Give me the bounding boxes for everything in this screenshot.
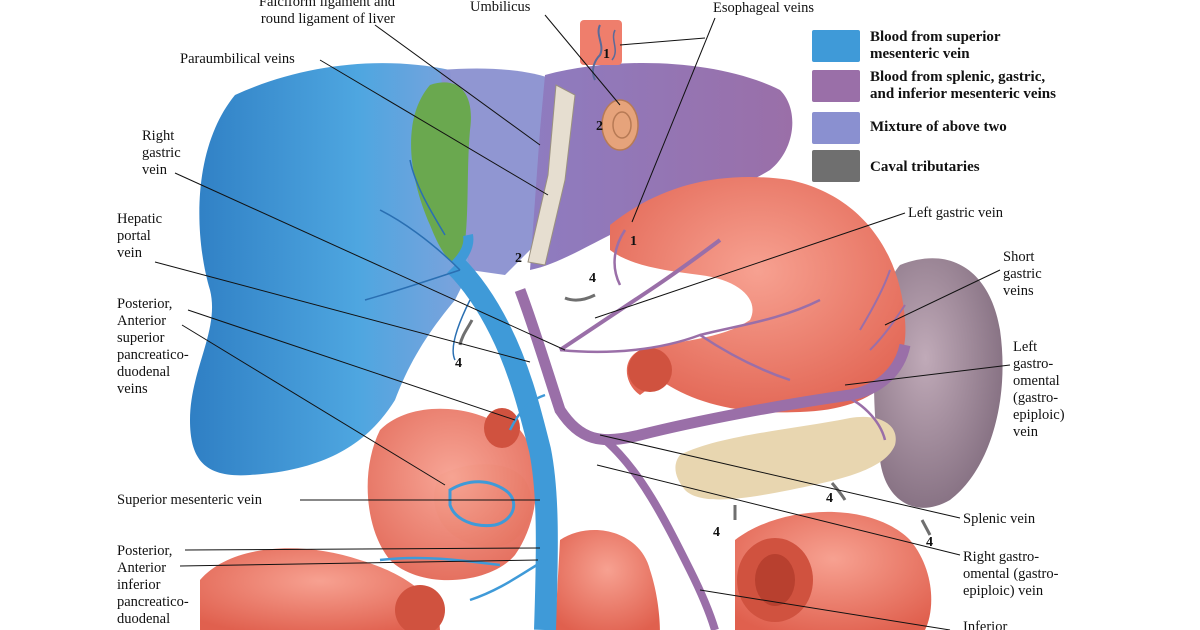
leader-splenic bbox=[599, 434, 961, 519]
label-hepatic-portal: Hepatic portal vein bbox=[117, 211, 163, 261]
number-2a: 2 bbox=[596, 119, 603, 134]
duodenum bbox=[367, 408, 537, 581]
leader-post-ant-inf-2 bbox=[179, 559, 539, 567]
legend-text-mixture: Mixture of above two bbox=[870, 119, 1007, 135]
label-post-ant-inf: Posterior, Anterior inferior pancreatico… bbox=[117, 543, 189, 627]
spleen bbox=[874, 258, 1003, 508]
number-4d: 4 bbox=[713, 525, 720, 540]
leader-left-gastric bbox=[594, 212, 906, 319]
intestine-left bbox=[200, 548, 440, 630]
label-left-gastric: Left gastric vein bbox=[908, 205, 1004, 221]
legend-swatch-smv bbox=[812, 30, 860, 62]
label-sup-mesenteric: Superior mesenteric vein bbox=[117, 492, 262, 508]
gallbladder bbox=[411, 82, 471, 262]
leader-post-ant-sup-1 bbox=[187, 309, 516, 421]
leader-esophageal-1 bbox=[619, 37, 706, 46]
label-umbilicus: Umbilicus bbox=[470, 0, 531, 15]
leader-right-gastric bbox=[174, 172, 566, 351]
leader-post-ant-inf-1 bbox=[184, 547, 541, 551]
number-2b: 2 bbox=[515, 251, 522, 266]
label-splenic: Splenic vein bbox=[963, 511, 1036, 527]
inferior-mesenteric-vein bbox=[602, 436, 719, 630]
legend-swatch-splenic bbox=[812, 70, 860, 102]
leader-falciform bbox=[374, 24, 541, 146]
splenic-vein bbox=[514, 288, 911, 446]
label-left-gastro-omental: Left gastro- omental (gastro- epiploic) … bbox=[1013, 339, 1065, 440]
intestine-middle bbox=[555, 530, 660, 630]
falciform-ligament bbox=[527, 84, 576, 266]
label-right-gastric: Right gastric vein bbox=[142, 128, 181, 178]
leader-right-gastro-omental bbox=[596, 464, 961, 556]
leader-esophageal-2 bbox=[631, 17, 716, 223]
number-1a: 1 bbox=[603, 47, 610, 62]
leader-umbilicus bbox=[544, 14, 621, 106]
legend-text-splenic: Blood from splenic, gastric, and inferio… bbox=[870, 69, 1056, 102]
pancreas bbox=[675, 416, 896, 500]
leader-post-ant-sup-2 bbox=[181, 324, 446, 486]
label-falciform: Falciform ligament and round ligament of… bbox=[258, 0, 395, 27]
number-4b: 4 bbox=[455, 356, 462, 371]
legend-swatch-mixture bbox=[812, 112, 860, 144]
leader-left-gastro-omental bbox=[844, 364, 1011, 386]
leader-inferior bbox=[699, 589, 951, 630]
number-1b: 1 bbox=[630, 234, 637, 249]
label-esophageal: Esophageal veins bbox=[713, 0, 815, 16]
label-short-gastric: Short gastric veins bbox=[1003, 249, 1042, 299]
label-inferior: Inferior bbox=[963, 619, 1008, 630]
number-4e: 4 bbox=[926, 535, 933, 550]
stomach bbox=[610, 177, 906, 413]
number-4a: 4 bbox=[589, 271, 596, 286]
leader-hepatic-portal bbox=[154, 261, 531, 363]
number-4c: 4 bbox=[826, 491, 833, 506]
leader-short-gastric bbox=[884, 269, 1001, 326]
leader-paraumbilical bbox=[319, 59, 549, 196]
legend-swatch-caval bbox=[812, 150, 860, 182]
legend-text-caval: Caval tributaries bbox=[870, 159, 980, 175]
liver-left-lobe bbox=[530, 63, 793, 270]
label-paraumbilical: Paraumbilical veins bbox=[180, 51, 295, 67]
left-gastric-vein-vessel bbox=[558, 238, 722, 352]
umbilicus bbox=[601, 99, 639, 151]
label-right-gastro-omental: Right gastro- omental (gastro- epiploic)… bbox=[963, 549, 1059, 599]
portal-vein bbox=[447, 257, 558, 630]
legend-text-smv: Blood from superior mesenteric vein bbox=[870, 29, 1001, 62]
label-post-ant-sup: Posterior, Anterior superior pancreatico… bbox=[117, 296, 189, 397]
